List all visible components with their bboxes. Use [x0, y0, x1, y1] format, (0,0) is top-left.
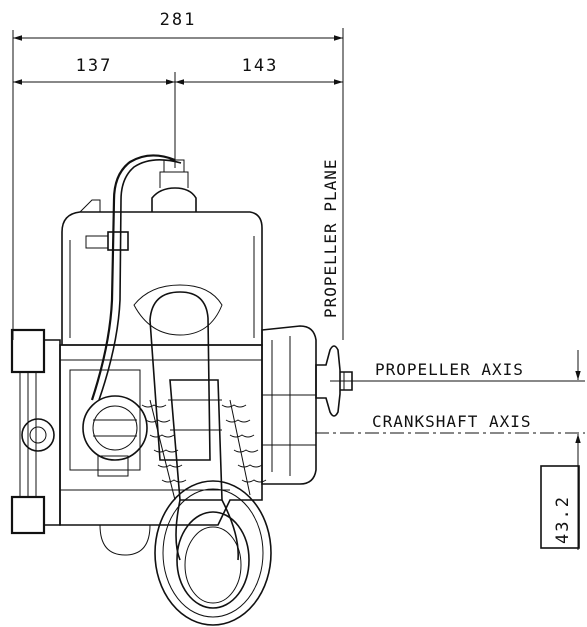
- axis-offset-dimension: 43.2: [540, 465, 580, 549]
- dimension-overall-width: 281: [12, 10, 344, 340]
- engine-body: [10, 154, 353, 626]
- dimension-left-width: 137: [13, 56, 176, 168]
- dimension-right-width: 143: [175, 56, 343, 85]
- axis-offset-value: 43.2: [553, 495, 573, 544]
- crankshaft-axis-label: CRANKSHAFT AXIS: [372, 412, 532, 431]
- axis-leaders: PROPELLER AXIS CRANKSHAFT AXIS: [315, 350, 585, 550]
- overall-width-value: 281: [160, 10, 197, 30]
- right-width-value: 143: [242, 56, 279, 76]
- left-width-value: 137: [76, 56, 113, 76]
- propeller-axis-label: PROPELLER AXIS: [375, 360, 524, 379]
- propeller-plane-label: PROPELLER PLANE: [321, 159, 340, 319]
